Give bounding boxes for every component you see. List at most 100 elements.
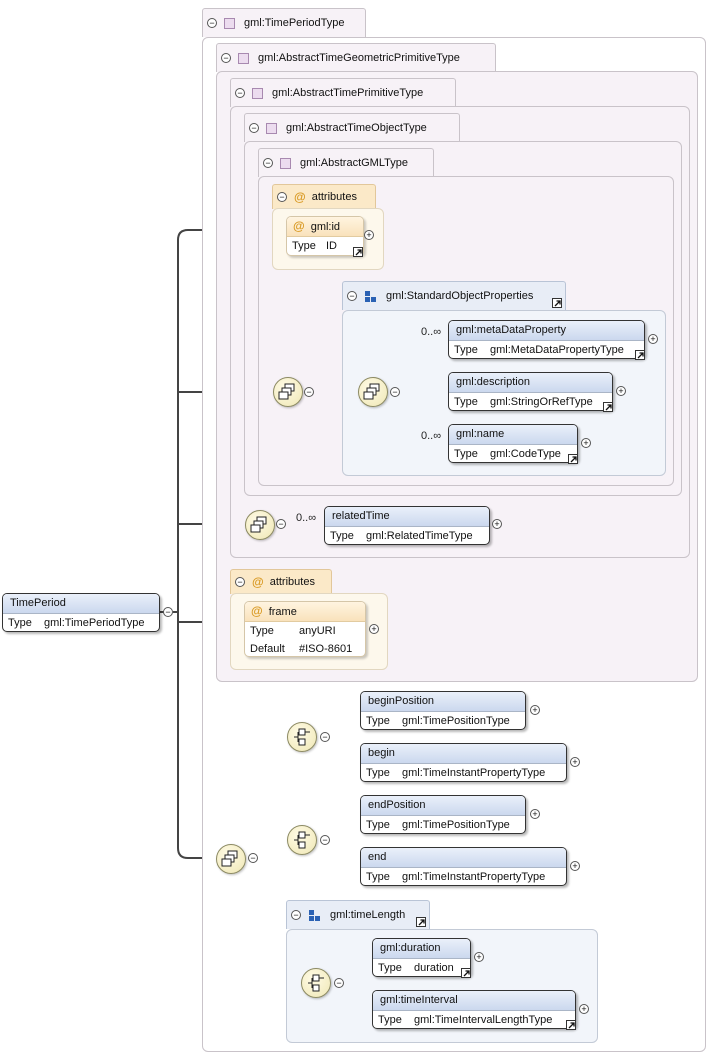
attribute-name: gml:id — [310, 221, 341, 233]
external-link-icon[interactable] — [552, 298, 562, 308]
type-value: gml:TimeInstantPropertyType — [402, 871, 546, 883]
expand-icon[interactable]: + — [570, 861, 580, 871]
attribute-at-icon: @ — [293, 219, 305, 233]
choice-compositor-icon[interactable] — [301, 968, 331, 998]
type-label: Type — [250, 625, 274, 637]
type-tab-abstract-time-object-type: −gml:AbstractTimeObjectType — [244, 113, 460, 142]
type-label: Type — [366, 871, 390, 883]
type-value: gml:StringOrRefType — [490, 396, 593, 408]
collapse-icon[interactable]: − — [320, 732, 330, 742]
collapse-icon[interactable]: − — [320, 835, 330, 845]
collapse-icon[interactable]: − — [263, 158, 273, 168]
element-name: TimePeriod — [3, 594, 159, 614]
collapse-icon[interactable]: − — [304, 387, 314, 397]
external-link-icon[interactable] — [461, 968, 471, 978]
occurrence-label: 0..∞ — [421, 326, 442, 338]
group-icon — [309, 909, 321, 921]
external-link-icon[interactable] — [353, 247, 363, 257]
external-link-icon[interactable] — [416, 917, 426, 927]
expand-icon[interactable]: + — [369, 624, 379, 634]
complex-type-icon — [280, 157, 291, 169]
element-name: endPosition — [361, 796, 525, 816]
type-value: ID — [326, 240, 337, 252]
type-label: Type — [366, 715, 390, 727]
group-icon — [365, 290, 377, 302]
sequence-compositor-icon[interactable] — [245, 510, 275, 540]
type-label: Type — [454, 396, 478, 408]
type-tab-abstract-gml-type: − gml:AbstractGMLType — [258, 148, 434, 177]
expand-icon[interactable]: + — [570, 757, 580, 767]
sequence-compositor-icon[interactable] — [358, 377, 388, 407]
attributes-label: attributes — [269, 576, 315, 588]
complex-type-icon — [224, 17, 235, 29]
type-value: anyURI — [299, 625, 336, 637]
collapse-icon[interactable]: − — [249, 123, 259, 133]
element-name: relatedTime — [325, 507, 489, 527]
attribute-at-icon: @ — [252, 575, 264, 589]
attributes-label: attributes — [311, 191, 357, 203]
external-link-icon[interactable] — [568, 454, 578, 464]
collapse-icon[interactable]: − — [291, 910, 301, 920]
type-value: gml:MetaDataPropertyType — [490, 344, 624, 356]
type-name: gml:AbstractTimeGeometricPrimitiveType — [258, 52, 460, 64]
collapse-icon[interactable]: − — [248, 853, 258, 863]
expand-icon[interactable]: + — [616, 386, 626, 396]
type-value: gml:TimePeriodType — [44, 617, 145, 629]
collapse-icon[interactable]: − — [276, 519, 286, 529]
collapse-icon[interactable]: − — [235, 88, 245, 98]
external-link-icon[interactable] — [603, 402, 613, 412]
type-value: gml:TimeIntervalLengthType — [414, 1014, 553, 1026]
collapse-icon[interactable]: − — [163, 607, 173, 617]
collapse-icon[interactable]: − — [390, 387, 400, 397]
element-description[interactable]: gml:description Type gml:StringOrRefType — [448, 372, 613, 411]
expand-icon[interactable]: + — [474, 952, 484, 962]
type-label: Type — [366, 767, 390, 779]
expand-icon[interactable]: + — [648, 334, 658, 344]
collapse-icon[interactable]: − — [277, 192, 287, 202]
type-tab-time-period-type: −gml:TimePeriodType — [202, 8, 366, 37]
expand-icon[interactable]: + — [579, 1004, 589, 1014]
choice-compositor-icon[interactable] — [287, 825, 317, 855]
complex-type-icon — [238, 52, 249, 64]
sequence-compositor-icon[interactable] — [273, 377, 303, 407]
expand-icon[interactable]: + — [364, 230, 374, 240]
attributes-tab: −@ attributes — [230, 569, 332, 594]
external-link-icon[interactable] — [566, 1020, 576, 1030]
collapse-icon[interactable]: − — [334, 978, 344, 988]
sequence-compositor-icon[interactable] — [216, 844, 246, 874]
type-value: duration — [414, 962, 454, 974]
element-name: gml:description — [449, 373, 612, 393]
type-value: gml:CodeType — [490, 448, 561, 460]
collapse-icon[interactable]: − — [221, 53, 231, 63]
expand-icon[interactable]: + — [581, 438, 591, 448]
element-name: gml:name — [449, 425, 577, 445]
attribute-at-icon: @ — [294, 190, 306, 204]
choice-compositor-icon[interactable] — [287, 722, 317, 752]
expand-icon[interactable]: + — [530, 809, 540, 819]
occurrence-label: 0..∞ — [296, 512, 317, 524]
external-link-icon[interactable] — [635, 350, 645, 360]
collapse-icon[interactable]: − — [207, 18, 217, 28]
expand-icon[interactable]: + — [530, 705, 540, 715]
expand-icon[interactable]: + — [492, 519, 502, 529]
type-name: gml:AbstractTimePrimitiveType — [272, 87, 424, 99]
collapse-icon[interactable]: − — [347, 291, 357, 301]
type-name: gml:AbstractGMLType — [300, 157, 408, 169]
type-value: gml:TimeInstantPropertyType — [402, 767, 546, 779]
type-label: Type — [378, 1014, 402, 1026]
collapse-icon[interactable]: − — [235, 577, 245, 587]
type-label: Type — [330, 530, 354, 542]
default-value: #ISO-8601 — [299, 643, 353, 655]
